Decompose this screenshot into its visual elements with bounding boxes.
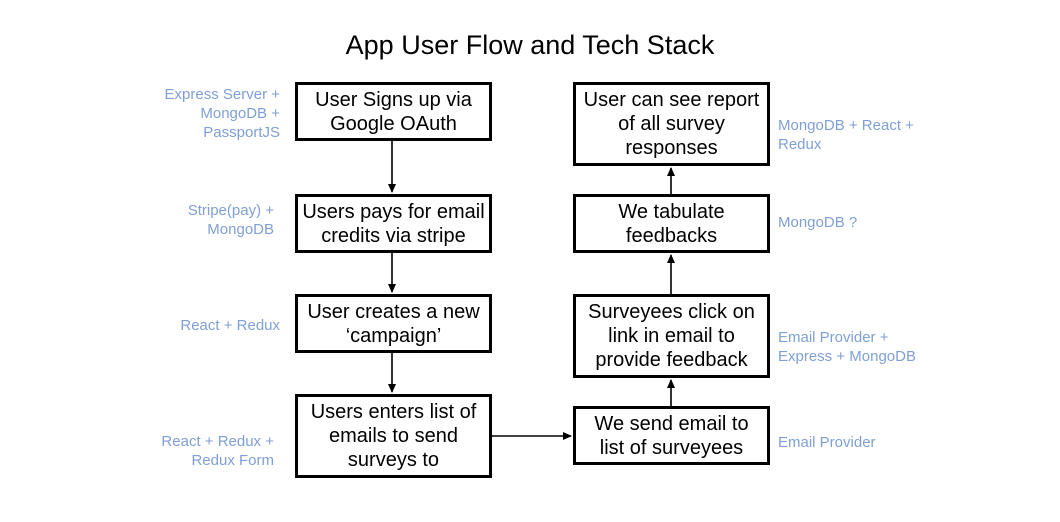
- tech-note-campaign: React + Redux: [180, 317, 280, 334]
- step-campaign-label: User creates a new ‘campaign’: [307, 300, 480, 347]
- tech-note-enter-list: React + Redux + Redux Form: [161, 433, 274, 469]
- step-tabulate: We tabulate feedbacks: [573, 194, 770, 253]
- diagram-title: App User Flow and Tech Stack: [345, 30, 715, 60]
- step-pay-label: Users pays for email credits via stripe: [302, 200, 485, 247]
- step-enter-list: Users enters list of emails to send surv…: [295, 394, 492, 478]
- step-tabulate-label: We tabulate feedbacks: [618, 200, 725, 247]
- step-pay: Users pays for email credits via stripe: [295, 194, 492, 253]
- tech-note-send-email: Email Provider: [778, 434, 876, 451]
- step-send-email-label: We send email to list of surveyees: [594, 412, 749, 459]
- tech-note-pay: Stripe(pay) + MongoDB: [187, 202, 274, 238]
- tech-note-tabulate: MongoDB ?: [778, 214, 858, 231]
- step-report-label: User can see report of all survey respon…: [583, 89, 760, 159]
- step-enter-list-label: Users enters list of emails to send surv…: [310, 401, 477, 471]
- step-click-link-label: Surveyees click on link in email to prov…: [588, 301, 755, 371]
- tech-note-signup: Express Server + MongoDB + PassportJS: [164, 86, 280, 141]
- step-click-link: Surveyees click on link in email to prov…: [573, 294, 770, 378]
- step-signup-label: User Signs up via Google OAuth: [315, 88, 472, 135]
- step-signup: User Signs up via Google OAuth: [295, 82, 492, 141]
- step-report: User can see report of all survey respon…: [573, 82, 770, 166]
- tech-note-report: MongoDB + React + Redux: [778, 117, 914, 153]
- step-campaign: User creates a new ‘campaign’: [295, 294, 492, 353]
- step-send-email: We send email to list of surveyees: [573, 406, 770, 465]
- tech-note-click-link: Email Provider + Express + MongoDB: [778, 329, 916, 365]
